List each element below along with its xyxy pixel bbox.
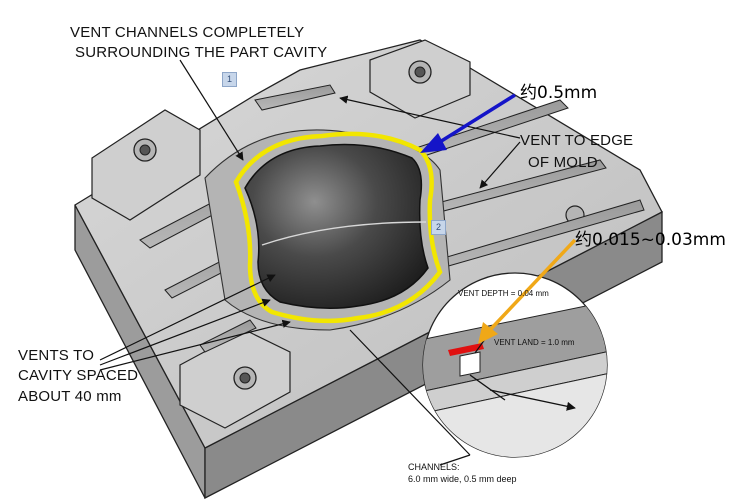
vent-land-red-mark (448, 343, 484, 356)
label-vent-channels-line1: VENT CHANNELS COMPLETELY (70, 24, 305, 41)
part-cavity (233, 131, 443, 324)
screw-hole-2 (408, 60, 432, 84)
label-vent-depth: VENT DEPTH = 0.04 mm (458, 289, 549, 298)
label-approx-0015mm: 约0.015~0.03mm (575, 230, 726, 250)
label-vent-to-edge-line2: OF MOLD (528, 154, 598, 171)
label-vent-channels-line2: SURROUNDING THE PART CAVITY (75, 44, 328, 61)
label-approx-05mm: 约0.5mm (520, 83, 598, 103)
orange-arrow (478, 238, 577, 344)
note-marker-2: 2 (431, 220, 446, 235)
screw-hole-3 (233, 366, 257, 390)
vent-outline-highlight (233, 131, 443, 324)
screw-hole-1 (133, 138, 157, 162)
label-vent-land: VENT LAND = 1.0 mm (494, 338, 575, 347)
part-parting-line (261, 221, 427, 246)
molded-part (244, 143, 429, 309)
label-vents-to-cavity-line1: VENTS TO (18, 347, 95, 364)
blue-arrow (420, 93, 516, 153)
vent-channels (139, 84, 645, 353)
label-vents-to-cavity-line3: ABOUT 40 mm (18, 388, 122, 405)
leader-lines (99, 59, 521, 466)
corner-block-left (91, 109, 201, 221)
label-vents-to-cavity-line2: CAVITY SPACED (18, 367, 139, 384)
label-vent-to-edge-line1: VENT TO EDGE (520, 132, 634, 149)
label-channels-line2: 6.0 mm wide, 0.5 mm deep (408, 474, 517, 484)
zoom-inset (422, 272, 608, 458)
note-marker-1: 1 (222, 72, 237, 87)
label-channels-line1: CHANNELS: (408, 462, 460, 472)
